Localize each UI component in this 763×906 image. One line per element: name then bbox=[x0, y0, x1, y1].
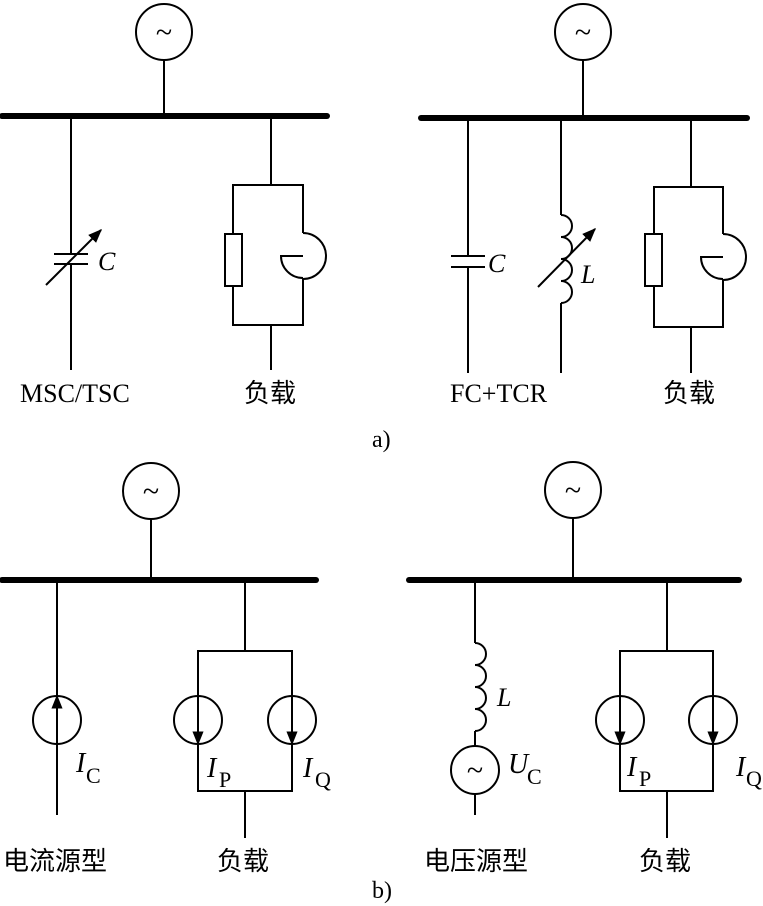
variable-inductor-icon bbox=[537, 118, 596, 373]
load-p-label: I bbox=[626, 752, 638, 783]
ac-generator-icon: ~ bbox=[544, 461, 602, 519]
generator-symbol: ~ bbox=[156, 16, 172, 49]
capacitor-label: C bbox=[488, 249, 506, 278]
load-current-sources-icon bbox=[173, 580, 317, 838]
generator-symbol: ~ bbox=[575, 16, 591, 49]
inductor-icon bbox=[474, 580, 487, 746]
load-icon bbox=[224, 116, 327, 370]
load-label: 负载 bbox=[639, 847, 691, 877]
panel-a-right: ~ C L FC+TCR 负载 bbox=[418, 3, 750, 409]
load-q-subscript: Q bbox=[315, 767, 331, 792]
compensator-label: 电流源型 bbox=[3, 847, 107, 877]
ac-generator-icon: ~ bbox=[135, 3, 193, 61]
load-q-label: I bbox=[735, 752, 747, 783]
caption-b: b) bbox=[372, 878, 392, 904]
load-icon bbox=[644, 118, 747, 373]
load-q-label: I bbox=[302, 753, 314, 784]
current-source-label: I bbox=[75, 748, 87, 779]
capacitor-icon bbox=[451, 118, 485, 373]
inductor-label: L bbox=[496, 683, 511, 712]
variable-capacitor-icon bbox=[45, 229, 102, 286]
voltage-source-subscript: C bbox=[527, 764, 542, 789]
voltage-source-symbol: ~ bbox=[467, 754, 483, 787]
load-label: 负载 bbox=[244, 379, 296, 409]
generator-symbol: ~ bbox=[565, 474, 581, 507]
generator-symbol: ~ bbox=[143, 475, 159, 508]
current-source-icon bbox=[32, 580, 82, 815]
panel-b-left: ~ I C 电流源型 I P I Q 负载 bbox=[0, 462, 331, 877]
load-p-label: I bbox=[206, 753, 218, 784]
voltage-source-icon: ~ bbox=[450, 745, 500, 815]
load-label: 负载 bbox=[663, 379, 715, 409]
voltage-source-label: U bbox=[508, 749, 530, 780]
compensator-label: FC+TCR bbox=[450, 379, 548, 408]
load-p-subscript: P bbox=[639, 766, 651, 791]
panel-a-left: ~ C MSC/TSC 负载 bbox=[0, 3, 330, 409]
capacitor-label: C bbox=[98, 247, 116, 276]
ac-generator-icon: ~ bbox=[122, 462, 180, 520]
ac-generator-icon: ~ bbox=[554, 3, 612, 61]
compensator-label: MSC/TSC bbox=[20, 379, 130, 408]
load-current-sources-icon bbox=[595, 580, 738, 838]
load-q-subscript: Q bbox=[746, 766, 762, 791]
load-p-subscript: P bbox=[219, 767, 231, 792]
current-source-subscript: C bbox=[86, 763, 101, 788]
inductor-label: L bbox=[580, 260, 595, 289]
panel-b-right: ~ L ~ U C 电压源型 I P I bbox=[406, 461, 762, 877]
compensator-label: 电压源型 bbox=[424, 847, 528, 877]
load-label: 负载 bbox=[217, 847, 269, 877]
caption-a: a) bbox=[372, 427, 391, 453]
